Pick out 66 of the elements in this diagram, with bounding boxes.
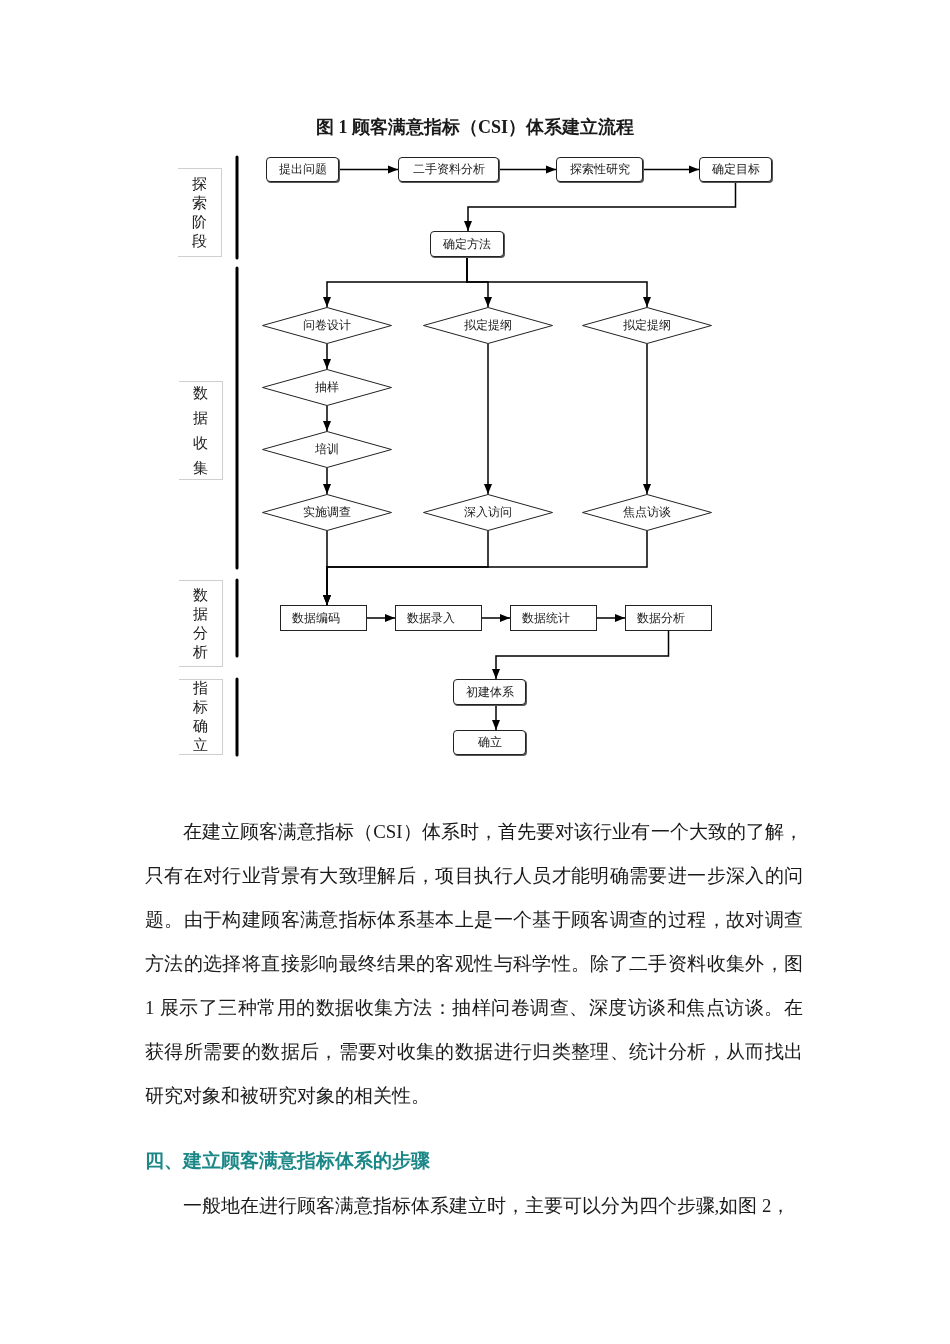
decision-diamond (262, 431, 392, 468)
process-box (510, 605, 597, 631)
arrow (366, 614, 396, 622)
decision-diamond (582, 494, 712, 531)
process-box (395, 605, 482, 631)
process-box (266, 157, 339, 182)
box-label: 二手资料分析 (412, 162, 485, 177)
arrow (642, 165, 700, 174)
arrow (323, 467, 331, 495)
arrow (481, 614, 511, 622)
arrow (492, 630, 670, 680)
diamond-label: 拟定提纲 (464, 318, 512, 333)
process-box (453, 679, 526, 705)
diamond-label: 焦点访谈 (623, 505, 671, 520)
section-heading: 四、建立顾客满意指标体系的步骤 (145, 1149, 431, 1173)
arrow (643, 343, 651, 495)
process-box (699, 157, 772, 182)
decision-diamond (262, 494, 392, 531)
process-box (625, 605, 712, 631)
decision-diamond (262, 307, 392, 344)
arrow (596, 614, 626, 622)
diamond-label: 实施调查 (303, 505, 351, 520)
arrow (323, 343, 331, 370)
arrow (484, 343, 492, 495)
decision-diamond (262, 369, 392, 406)
process-box (398, 157, 499, 182)
box-label: 探索性研究 (569, 162, 630, 177)
arrow (492, 704, 500, 731)
arrow (323, 530, 648, 606)
box-label: 数据统计 (522, 610, 570, 626)
diamond-label: 培训 (315, 442, 339, 457)
process-box (280, 605, 367, 631)
stage-label: 数据收集 (193, 383, 208, 478)
decision-diamond (582, 307, 712, 344)
process-box (430, 231, 504, 257)
stage-label: 指标确立 (193, 679, 208, 755)
box-label: 数据分析 (637, 610, 685, 626)
diamond-label: 问卷设计 (303, 318, 351, 333)
decision-diamond (423, 494, 553, 531)
box-label: 初建体系 (465, 684, 514, 700)
stage-band (179, 381, 223, 480)
process-box (453, 730, 526, 755)
diamond-label: 抽样 (315, 380, 339, 395)
arrow (323, 405, 331, 432)
stage-band (179, 679, 223, 755)
arrow (466, 256, 651, 308)
body-paragraph: 一般地在进行顾客满意指标体系建立时，主要可以分为四个步骤,如图 2， (181, 1194, 792, 1218)
arrow (464, 181, 737, 232)
process-box (556, 157, 643, 182)
arrow (498, 165, 557, 174)
diamond-label: 深入访问 (464, 505, 512, 520)
diamond-label: 拟定提纲 (623, 318, 671, 333)
box-label: 数据编码 (292, 610, 340, 626)
stage-band (178, 168, 222, 257)
box-label: 确定目标 (711, 162, 760, 177)
stage-label: 数据分析 (193, 585, 208, 662)
decision-diamond (423, 307, 553, 344)
box-label: 提出问题 (278, 162, 327, 177)
stage-band (179, 580, 223, 667)
figure-title: 图 1 顾客满意指标（CSI）体系建立流程 (316, 116, 634, 139)
box-label: 确定方法 (443, 236, 491, 252)
arrow (338, 165, 399, 174)
box-label: 确立 (477, 735, 502, 750)
stage-label: 探索阶段 (192, 174, 207, 251)
body-paragraph: 在建立顾客满意指标（CSI）体系时，首先要对该行业有一个大致的了解，只有在对行业背景有大致理解后，项目执行人员才能明确需要进一步深入的问题。由于构建顾客满意指标体系基本上是一个基于顾客调查的过程，故对调查方法的选择将直接影响最终结果的客观性与科学性。除了二手资料收集外，图 1 展示了三种常用的数据收集方法：抽样问卷调查、深度访谈和焦点访谈。在获得所需要的数据后，需要对收集的数据进行归类整理、统计分析，从而找出研究对象和被研究对象的相关性。 (145, 820, 803, 1108)
box-label: 数据录入 (407, 610, 455, 626)
